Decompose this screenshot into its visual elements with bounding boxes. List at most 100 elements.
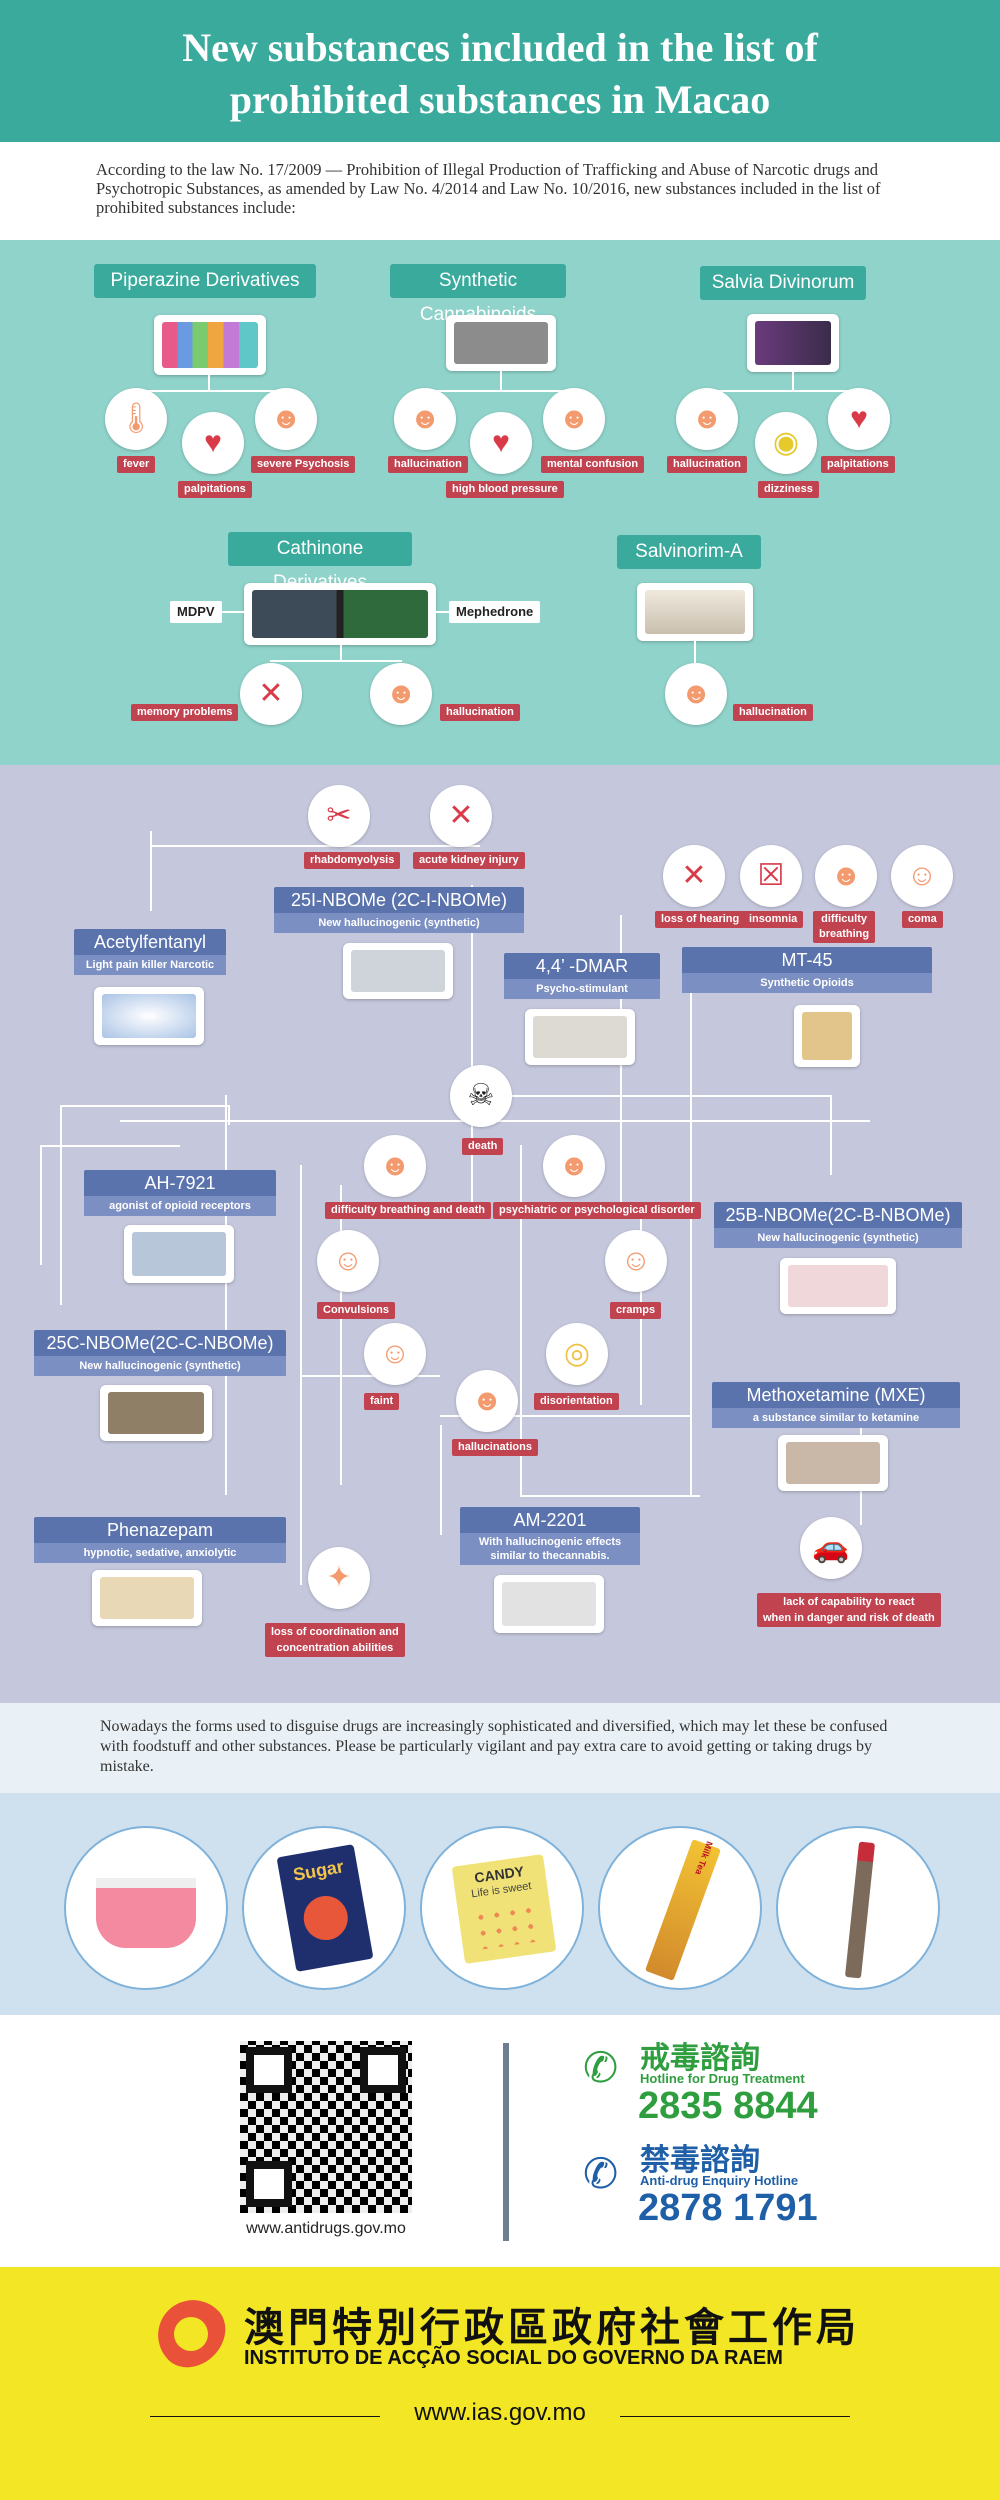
qr-code[interactable] <box>240 2041 412 2213</box>
effect-difficulty-breathing: difficulty breathing <box>813 911 876 943</box>
warning-note-text: Nowadays the forms used to disguise drug… <box>100 1718 888 1775</box>
drug-mt45-photo <box>794 1005 860 1067</box>
hotline1-en: Hotline for Drug Treatment <box>640 2071 805 2086</box>
sugar-packet-image: Sugar <box>242 1826 406 1990</box>
effect-loss-of-hearing: loss of hearing <box>655 911 746 928</box>
antidrugs-website[interactable]: www.antidrugs.gov.mo <box>246 2220 406 2237</box>
effect-difficulty-breathing-line2: breathing <box>819 928 870 940</box>
drug-acetylfentanyl-name: Acetylfentanyl <box>93 932 207 952</box>
drug-25i-nbome: 25I-NBOMe (2C-I-NBOMe) New hallucinogeni… <box>274 887 524 933</box>
disguised-forms-section: Sugar CANDY Life is sweet Milk Tea <box>0 1793 1000 2015</box>
hotline-section: www.antidrugs.gov.mo ✆ 戒毒諮詢 Hotline for … <box>0 2015 1000 2267</box>
piperazine-title: Piperazine Derivatives <box>94 264 316 298</box>
jelly-cup-image <box>64 1826 228 1990</box>
drug-acetylfentanyl-photo <box>94 987 204 1045</box>
hotline2-en: Anti-drug Enquiry Hotline <box>640 2173 799 2188</box>
salvinorin-title: Salvinorim-A <box>617 535 761 569</box>
effect-breathing-and-death: difficulty breathing and death <box>325 1202 492 1219</box>
hearing-loss-ear-icon: ✕ <box>663 845 725 907</box>
effect-reaction-line1: lack of capability to react <box>783 1596 915 1608</box>
drug-phenazepam: Phenazepam hypnotic, sedative, anxiolyti… <box>34 1517 286 1563</box>
faint-icon: ☺ <box>364 1323 426 1385</box>
effect-severe-psychosis: severe Psychosis <box>251 456 356 473</box>
effect-psych-disorder: psychiatric or psychological disorder <box>493 1202 701 1219</box>
cathinone-title: Cathinone Derivatives <box>228 532 412 593</box>
hotline2-cn: 禁毒諮詢 <box>640 2144 760 2177</box>
drug-25b-sub: New hallucinogenic (synthetic) <box>714 1228 962 1248</box>
effect-disorientation: disorientation <box>534 1393 619 1410</box>
effect-convulsions: Convulsions <box>317 1302 396 1319</box>
warning-note-section: Nowadays the forms used to disguise drug… <box>0 1703 1000 1793</box>
drug-25i-nbome-sub: New hallucinogenic (synthetic) <box>274 913 524 933</box>
vial-tube-image <box>776 1826 940 1990</box>
confusion-head-icon: ☻ <box>543 388 605 450</box>
effect-mental-confusion: mental confusion <box>541 456 645 473</box>
new-drugs-network-section: ✂ rhabdomyolysis ✕ acute kidney injury ✕… <box>0 765 1000 1703</box>
hallucination-head-icon: ☻ <box>394 388 456 450</box>
hotline2-number[interactable]: 2878 1791 <box>638 2187 818 2229</box>
mephedrone-label: Mephedrone <box>449 601 541 623</box>
effect-difficulty-breathing-line1: difficulty <box>821 913 867 925</box>
drug-mxe-sub: a substance similar to ketamine <box>712 1408 960 1428</box>
effect-insomnia: insomnia <box>743 911 804 928</box>
page-title-line-1: New substances included in the list of <box>182 25 818 70</box>
effect-memory-problems: memory problems <box>131 704 239 721</box>
cramps-icon: ☺ <box>605 1230 667 1292</box>
page-header: New substances included in the list of p… <box>0 0 1000 142</box>
effect-dizziness: dizziness <box>758 481 819 498</box>
intro-paragraph: According to the law No. 17/2009 — Prohi… <box>96 160 881 217</box>
drug-25c-name: 25C-NBOMe(2C-C-NBOMe) <box>46 1333 274 1353</box>
breathing-death-icon: ☻ <box>364 1135 426 1197</box>
disorientation-icon: ◎ <box>546 1323 608 1385</box>
drug-25b-name: 25B-NBOMe(2C-B-NBOMe) <box>725 1205 951 1225</box>
effect-salvinorin-hallucination: hallucination <box>733 704 813 721</box>
effect-hallucination: hallucination <box>388 456 468 473</box>
breathing-icon: ☻ <box>815 845 877 907</box>
milk-tea-stick-image: Milk Tea <box>598 1826 762 1990</box>
drug-dmar-sub: Psycho-stimulant <box>504 979 660 999</box>
hallucinations-head-icon: ☻ <box>456 1370 518 1432</box>
drug-dmar-name: 4,4’ -DMAR <box>535 956 629 976</box>
blood-pressure-icon: ♥ <box>470 412 532 474</box>
phone-blue-icon: ✆ <box>583 2150 619 2197</box>
effect-coma: coma <box>902 911 943 928</box>
effect-death: death <box>462 1138 504 1155</box>
hotline1-number[interactable]: 2835 8844 <box>638 2085 818 2127</box>
effect-coordination-line2: concentration abilities <box>276 1642 394 1654</box>
drug-25i-photo <box>343 943 453 999</box>
drug-acetylfentanyl: Acetylfentanyl Light pain killer Narcoti… <box>74 929 226 975</box>
drug-dmar-photo <box>525 1009 635 1065</box>
effect-lack-of-reaction: lack of capability to react when in dang… <box>757 1593 941 1627</box>
drug-mxe-photo <box>778 1435 888 1491</box>
effect-hallucinations: hallucinations <box>452 1439 538 1456</box>
salvia-hallucination-icon: ☻ <box>676 388 738 450</box>
cathinone-hallucination-icon: ☻ <box>370 663 432 725</box>
drug-phenazepam-name: Phenazepam <box>106 1520 214 1540</box>
drug-ah7921-photo <box>124 1225 234 1283</box>
dizziness-eye-icon: ◉ <box>755 412 817 474</box>
convulsions-icon: ☺ <box>317 1230 379 1292</box>
effect-acute-kidney-injury: acute kidney injury <box>413 852 525 869</box>
effect-cathinone-hallucination: hallucination <box>440 704 520 721</box>
cathinone-photo <box>244 583 436 645</box>
hotline1-cn: 戒毒諮詢 <box>640 2042 760 2075</box>
insomnia-icon: ☒ <box>740 845 802 907</box>
psychosis-head-icon: ☻ <box>255 388 317 450</box>
mdpv-label: MDPV <box>170 601 222 623</box>
footer-website[interactable]: www.ias.gov.mo <box>414 2399 586 2426</box>
drug-am-2201: AM-2201 With hallucinogenic effects simi… <box>460 1507 640 1565</box>
effect-fever: fever <box>117 456 156 473</box>
salvinorin-hallucination-icon: ☻ <box>665 663 727 725</box>
drug-mt-45: MT-45 Synthetic Opioids <box>682 947 932 993</box>
drug-25b-nbome: 25B-NBOMe(2C-B-NBOMe) New hallucinogenic… <box>714 1202 962 1248</box>
effect-cramps: cramps <box>610 1302 662 1319</box>
fever-icon: 🌡 <box>105 388 167 450</box>
cannabinoids-title: Synthetic Cannabinoids <box>390 264 566 325</box>
piperazine-photo <box>154 315 266 375</box>
psych-disorder-icon: ☻ <box>543 1135 605 1197</box>
effect-rhabdomyolysis: rhabdomyolysis <box>304 852 401 869</box>
footer-pt-name: INSTITUTO DE ACÇÃO SOCIAL DO GOVERNO DA … <box>244 2347 783 2369</box>
drug-ah-7921: AH-7921 agonist of opioid receptors <box>84 1170 276 1216</box>
drug-phenazepam-photo <box>92 1570 202 1626</box>
